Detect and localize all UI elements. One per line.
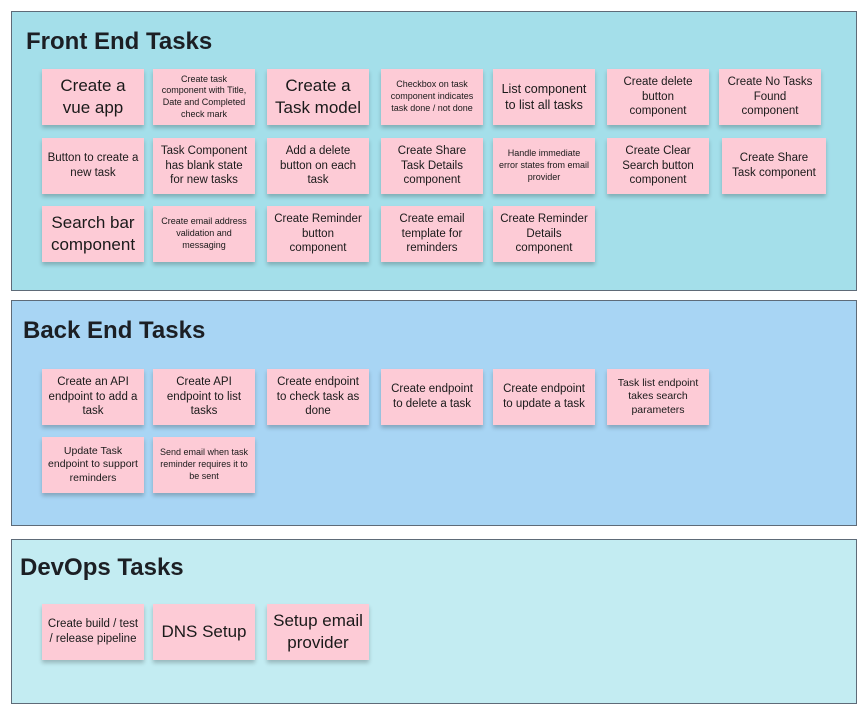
- sticky-note[interactable]: DNS Setup: [153, 604, 255, 660]
- sticky-note[interactable]: Create Clear Search button component: [607, 138, 709, 194]
- sticky-note[interactable]: Create endpoint to update a task: [493, 369, 595, 425]
- sticky-note[interactable]: Create Reminder Details component: [493, 206, 595, 262]
- sticky-note[interactable]: Create a Task model: [267, 69, 369, 125]
- sticky-note[interactable]: Checkbox on task component indicates tas…: [381, 69, 483, 125]
- sticky-note[interactable]: Create No Tasks Found component: [719, 69, 821, 125]
- sticky-note[interactable]: Task list endpoint takes search paramete…: [607, 369, 709, 425]
- back-end-title: Back End Tasks: [23, 317, 206, 344]
- sticky-note[interactable]: Create Share Task Details component: [381, 138, 483, 194]
- devops-title: DevOps Tasks: [20, 554, 184, 581]
- sticky-note[interactable]: Add a delete button on each task: [267, 138, 369, 194]
- sticky-note[interactable]: Create a vue app: [42, 69, 144, 125]
- sticky-note[interactable]: Create endpoint to check task as done: [267, 369, 369, 425]
- sticky-note[interactable]: Task Component has blank state for new t…: [153, 138, 255, 194]
- sticky-note[interactable]: Create an API endpoint to add a task: [42, 369, 144, 425]
- sticky-note[interactable]: Send email when task reminder requires i…: [153, 437, 255, 493]
- sticky-note[interactable]: Create task component with Title, Date a…: [153, 69, 255, 125]
- sticky-note[interactable]: Update Task endpoint to support reminder…: [42, 437, 144, 493]
- devops-frame: DevOps Tasks: [11, 539, 857, 704]
- sticky-note[interactable]: Create email template for reminders: [381, 206, 483, 262]
- front-end-title: Front End Tasks: [26, 28, 213, 55]
- sticky-note[interactable]: Create email address validation and mess…: [153, 206, 255, 262]
- sticky-note[interactable]: Create build / test / release pipeline: [42, 604, 144, 660]
- sticky-note[interactable]: Search bar component: [42, 206, 144, 262]
- sticky-note[interactable]: Create API endpoint to list tasks: [153, 369, 255, 425]
- sticky-note[interactable]: Create endpoint to delete a task: [381, 369, 483, 425]
- sticky-note[interactable]: Handle immediate error states from email…: [493, 138, 595, 194]
- sticky-note[interactable]: Create delete button component: [607, 69, 709, 125]
- sticky-note[interactable]: Create Share Task component: [722, 138, 826, 194]
- sticky-note[interactable]: Create Reminder button component: [267, 206, 369, 262]
- sticky-note[interactable]: List component to list all tasks: [493, 69, 595, 125]
- sticky-note[interactable]: Setup email provider: [267, 604, 369, 660]
- sticky-note[interactable]: Button to create a new task: [42, 138, 144, 194]
